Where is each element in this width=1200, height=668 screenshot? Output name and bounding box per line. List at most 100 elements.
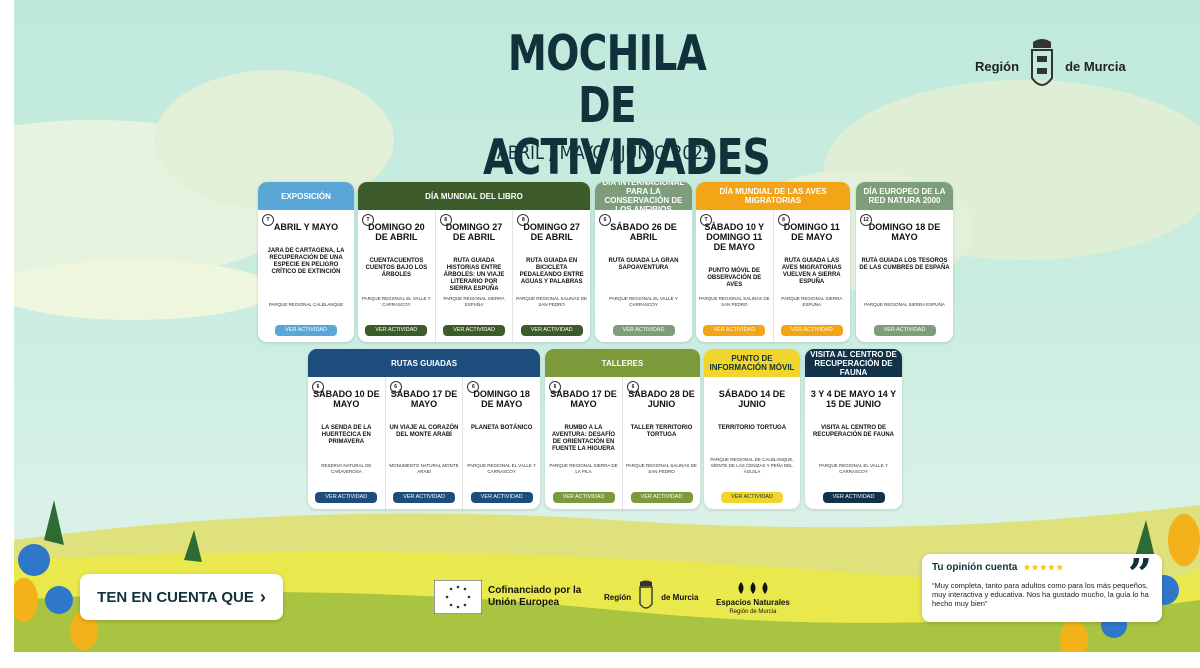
page-title: MOCHILA DE ACTIVIDADES [483, 25, 771, 184]
coat-of-arms-small-icon [639, 580, 653, 609]
activity-description: RUTA GUIADA LOS TESOROS DE LAS CUMBRES D… [859, 258, 950, 271]
region-logo-left-text: Región [975, 58, 1020, 74]
activity-date: DOMINGO 11 DE MAYO [783, 222, 840, 242]
activity-date: SÁBADO 14 DE JUNIO [718, 389, 786, 409]
activity-date: SÁBADO 28 DE JUNIO [628, 389, 695, 409]
title-line-1: MOCHILA DE [507, 25, 707, 134]
ver-actividad-button[interactable]: VER ACTIVIDAD [393, 492, 455, 503]
ver-actividad-button[interactable]: VER ACTIVIDAD [873, 325, 936, 336]
activity-date: ABRIL Y MAYO [273, 222, 339, 232]
espacios-naturales-logo: Espacios Naturales Región de Murcia [716, 580, 790, 615]
activity-location: PARQUE REGIONAL SIERRA ESPUÑA [864, 302, 945, 307]
activity-date: DOMINGO 18 DE MAYO [473, 389, 530, 409]
rating-stars: ★★★★★ [1023, 563, 1065, 572]
region-logo-small: Región de Murcia [604, 580, 698, 614]
espacios-naturales-icon [738, 582, 768, 594]
activity-description: CUENTACUENTOS CUENTOS BAJO LOS ÁRBOLES [365, 258, 428, 278]
activity-location: PARQUE REGIONAL SIERRA ESPUÑA [781, 296, 843, 307]
landscape [14, 70, 1200, 652]
ver-actividad-button[interactable]: VER ACTIVIDAD [470, 492, 533, 503]
ver-actividad-button[interactable]: VER ACTIVIDAD [552, 492, 615, 503]
opinion-title: Tu opinión cuenta [932, 562, 1018, 573]
activity-description: RUTA GUIADA HISTORIAS ENTRE ÁRBOLES: UN … [443, 258, 505, 292]
ver-actividad-button[interactable]: VER ACTIVIDAD [612, 325, 675, 336]
region-small-right: de Murcia [661, 592, 699, 602]
ver-actividad-button[interactable]: VER ACTIVIDAD [703, 325, 766, 336]
activity-description: PUNTO MÓVIL DE OBSERVACIÓN DE AVES [707, 268, 762, 288]
ver-actividad-button[interactable]: VER ACTIVIDAD [822, 492, 885, 503]
card-header: DÍA INTERNACIONAL PARA LA CONSERVACIÓN D… [595, 182, 692, 214]
ver-actividad-button[interactable]: VER ACTIVIDAD [630, 492, 693, 503]
card-header: PUNTO DE INFORMACIÓN MÓVIL [704, 349, 800, 377]
ver-actividad-button[interactable]: VER ACTIVIDAD [780, 325, 843, 336]
age-badge-icon: 6 [389, 381, 402, 393]
ver-actividad-button[interactable]: VER ACTIVIDAD [443, 325, 505, 336]
card-header: VISITA AL CENTRO DE RECUPERACIÓN DE FAUN… [805, 349, 902, 377]
age-badge-icon: 8 [517, 214, 530, 226]
eu-logo: Cofinanciado por la Unión Europea [434, 580, 583, 614]
activity-date: DOMINGO 20 DE ABRIL [368, 222, 425, 242]
age-badge-icon: 6 [627, 381, 639, 393]
card-header: RUTAS GUIADAS [308, 349, 540, 377]
activity-description: VISITA AL CENTRO DE RECUPERACIÓN DE FAUN… [812, 425, 894, 438]
activity-date: SÁBADO 17 DE MAYO [390, 389, 458, 409]
activity-location: RESERVA NATURAL DE CAÑAVEROSA [321, 463, 372, 474]
page-subtitle: ABRIL / MAYO / JUNIO 2025 [496, 142, 714, 164]
ver-actividad-button[interactable]: VER ACTIVIDAD [520, 325, 583, 336]
activity-card: DÍA INTERNACIONAL PARA LA CONSERVACIÓN D… [595, 182, 692, 342]
age-badge-icon: 6 [549, 381, 561, 393]
ver-actividad-button[interactable]: VER ACTIVIDAD [315, 492, 378, 503]
coat-of-arms-icon [1031, 39, 1054, 86]
card-header: EXPOSICIÓN [258, 182, 354, 210]
ver-actividad-button[interactable]: VER ACTIVIDAD [275, 325, 337, 336]
activity-date: DOMINGO 18 DE MAYO [868, 222, 941, 242]
activity-location: PARQUE REGIONAL EL VALLE Y CARRASCOY [467, 463, 537, 474]
card-header: TALLERES [545, 349, 700, 377]
activity-location: MONUMENTO NATURAL MONTE ARABÍ [389, 463, 459, 474]
activity-description: LA SENDA DE LA HUERTECICA EN PRIMAVERA [321, 425, 372, 445]
activity-location: PARQUE REGIONAL CALBLANQUE [268, 302, 344, 307]
opinion-text: “Muy completa, tanto para adultos como p… [932, 581, 1149, 608]
activity-description: UN VIAJE AL CORAZÓN DEL MONTE ARABÍ [389, 425, 459, 438]
age-badge-icon: 6 [312, 381, 324, 393]
activity-date: DOMINGO 27 DE ABRIL [445, 222, 503, 242]
card-header: DÍA EUROPEO DE LA RED NATURA 2000 [856, 182, 953, 210]
bottom-margin [0, 652, 1200, 668]
age-badge-icon: 6 [467, 381, 480, 393]
activity-description: RUTA GUIADA LAS AVES MIGRATORIAS VUELVEN… [781, 258, 842, 285]
activity-location: PARQUE REGIONAL EL VALLE Y CARRASCOY [819, 463, 888, 474]
activity-date: DOMINGO 27 DE ABRIL [523, 222, 580, 242]
activity-description: RUMBO A LA AVENTURA: DESAFÍO DE ORIENTAC… [551, 425, 616, 452]
ver-actividad-button[interactable]: VER ACTIVIDAD [721, 492, 783, 503]
age-badge-icon: 8 [439, 214, 452, 226]
quote-icon: ” [1127, 550, 1152, 599]
ver-actividad-button[interactable]: VER ACTIVIDAD [365, 325, 428, 336]
chevron-right-icon: › [259, 586, 266, 607]
opinion-card: Tu opinión cuenta ★★★★★ “Muy completa, t… [922, 550, 1162, 622]
activity-description: TALLER TERRITORIO TORTUGA [630, 425, 693, 438]
ten-en-cuenta-button[interactable]: TEN EN CUENTA QUE › [80, 574, 283, 620]
activity-location: PARQUE REGIONAL SALINAS DE SAN PEDRO [626, 463, 697, 474]
region-small-left: Región [604, 592, 632, 602]
activity-date: SÁBADO 26 DE ABRIL [610, 222, 677, 242]
